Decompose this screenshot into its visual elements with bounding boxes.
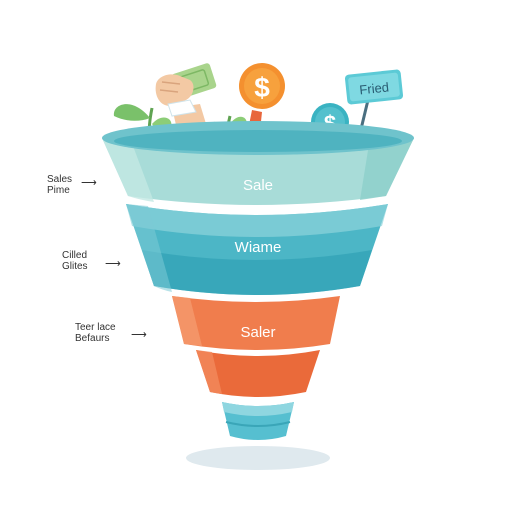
arrow-right-icon: ⟶ xyxy=(131,329,147,341)
arrow-right-icon: ⟶ xyxy=(81,177,97,189)
sign-icon: Fried xyxy=(344,69,404,151)
side-label-1-line2: Pime xyxy=(47,185,70,196)
funnel-shadow xyxy=(186,446,330,470)
funnel-stage-2: Wiame xyxy=(126,204,388,295)
arrow-right-icon: ⟶ xyxy=(105,258,121,270)
side-label-3-line2: Befaurs xyxy=(75,333,110,344)
side-label-1-line1: Sales xyxy=(47,174,73,185)
side-label-1: Sales Pime ⟶ xyxy=(47,174,97,196)
side-label-2: Cilled Glites ⟶ xyxy=(62,250,121,272)
side-label-2-line2: Glites xyxy=(62,261,88,272)
sign-label: Fried xyxy=(359,79,390,97)
stage-3-label: Saler xyxy=(240,324,275,341)
side-label-2-line1: Cilled xyxy=(62,250,88,261)
stage-2-label: Wiame xyxy=(235,239,282,256)
coin-orange-symbol: $ xyxy=(254,72,270,103)
side-label-3: Teer lace Befaurs ⟶ xyxy=(75,322,147,344)
funnel-stage-1: Sale xyxy=(102,121,414,205)
stage-1-label: Sale xyxy=(243,177,273,194)
funnel-stage-3: Saler xyxy=(172,296,340,397)
funnel-tip xyxy=(222,402,294,440)
side-label-3-line1: Teer lace xyxy=(75,322,116,333)
